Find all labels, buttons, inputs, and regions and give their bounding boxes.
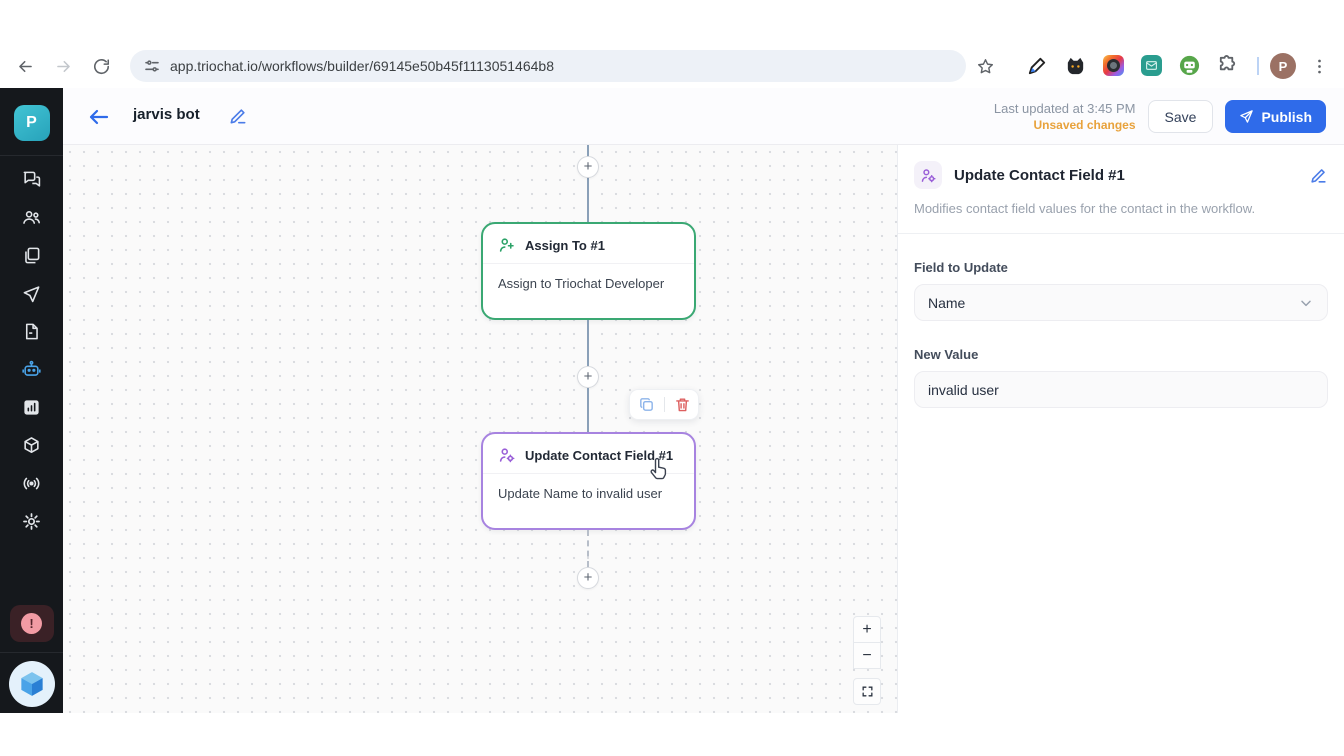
- add-step-button-middle[interactable]: +: [577, 366, 599, 388]
- person-add-icon: [499, 238, 514, 252]
- extensions-puzzle-icon[interactable]: [1216, 54, 1239, 77]
- site-settings-icon[interactable]: [144, 58, 160, 74]
- field-to-update-select[interactable]: Name: [914, 284, 1328, 321]
- node-update-contact-field[interactable]: Update Contact Field #1 Update Name to i…: [481, 432, 696, 530]
- field-to-update-label: Field to Update: [914, 260, 1008, 275]
- delete-node-icon[interactable]: [674, 396, 691, 413]
- panel-title: Update Contact Field #1: [954, 166, 1125, 184]
- browser-reload-icon[interactable]: [90, 55, 112, 77]
- connector-line: [587, 320, 589, 366]
- last-updated-text: Last updated at 3:45 PM: [993, 100, 1136, 116]
- sidebar-item-chats[interactable]: [15, 162, 49, 196]
- panel-divider: [898, 233, 1344, 234]
- sidebar-item-integrations[interactable]: [15, 428, 49, 462]
- url-text: app.triochat.io/workflows/builder/69145e…: [170, 58, 554, 74]
- connector-line: [587, 388, 589, 432]
- address-bar[interactable]: app.triochat.io/workflows/builder/69145e…: [130, 50, 966, 82]
- new-value-input[interactable]: invalid user: [914, 371, 1328, 408]
- workflow-canvas[interactable]: + Assign To #1 Assign to Triochat Develo…: [63, 145, 897, 713]
- cat-extension-icon[interactable]: [1064, 54, 1087, 77]
- cube-icon: [24, 436, 39, 453]
- sidebar-divider: [0, 155, 63, 156]
- toolbar-divider: [663, 397, 665, 412]
- sidebar-item-workflows-bot[interactable]: [15, 352, 49, 386]
- triochat-brand-logo[interactable]: [8, 661, 55, 707]
- chat-bubbles-icon: [23, 171, 41, 187]
- file-icon: [25, 323, 38, 339]
- fit-view-button[interactable]: [853, 678, 881, 705]
- node-actions-toolbar: [629, 389, 699, 420]
- node-summary: Assign to Triochat Developer: [498, 276, 665, 291]
- browser-forward-icon[interactable]: [52, 55, 74, 77]
- save-button[interactable]: Save: [1147, 100, 1214, 133]
- node-config-panel: Update Contact Field #1 Modifies contact…: [897, 145, 1344, 713]
- workspace-logo[interactable]: P: [13, 105, 50, 141]
- workflow-header: jarvis bot Last updated at 3:45 PM Unsav…: [63, 88, 1344, 145]
- fit-view-icon: [862, 686, 872, 697]
- duplicate-node-icon[interactable]: [638, 396, 655, 413]
- canvas-zoom-controls: + −: [853, 616, 881, 705]
- sidebar-item-analytics[interactable]: [15, 390, 49, 424]
- send-icon: [23, 285, 40, 302]
- robot-extension-icon[interactable]: [1178, 54, 1201, 77]
- browser-menu-icon[interactable]: [1308, 55, 1330, 77]
- bar-chart-icon: [24, 399, 39, 415]
- node-title: Assign To #1: [525, 237, 605, 253]
- add-step-button-top[interactable]: +: [577, 156, 599, 178]
- save-status: Last updated at 3:45 PM Unsaved changes: [994, 100, 1136, 134]
- back-to-workflows-icon[interactable]: [87, 105, 111, 129]
- sidebar-item-settings[interactable]: [15, 504, 49, 538]
- rename-workflow-pencil-icon[interactable]: [228, 106, 248, 126]
- panel-node-icon-chip: [914, 161, 942, 189]
- node-summary: Update Name to invalid user: [498, 486, 663, 501]
- connector-line-dashed: [587, 530, 589, 567]
- chevron-down-icon: [1301, 300, 1311, 306]
- letterbox-top: [0, 0, 1344, 44]
- error-report-button[interactable]: !: [9, 605, 54, 642]
- publish-label: Publish: [1261, 108, 1312, 125]
- toolbar-separator: [1257, 57, 1259, 75]
- workflow-name: jarvis bot: [133, 106, 200, 123]
- publish-send-icon: [1240, 110, 1254, 123]
- bookmark-star-icon[interactable]: [974, 55, 996, 77]
- robot-icon: [22, 360, 41, 376]
- sidebar-item-templates[interactable]: [15, 238, 49, 272]
- sidebar-item-contacts[interactable]: [15, 200, 49, 234]
- person-gear-icon: [921, 168, 936, 182]
- broadcast-icon: [23, 477, 40, 489]
- node-title: Update Contact Field #1: [525, 447, 674, 463]
- zoom-out-button[interactable]: −: [853, 642, 881, 669]
- publish-button[interactable]: Publish: [1225, 100, 1326, 133]
- sidebar-item-documents[interactable]: [15, 314, 49, 348]
- new-value-text: invalid user: [928, 381, 999, 398]
- sidebar-item-channels[interactable]: [15, 466, 49, 500]
- field-to-update-value: Name: [928, 294, 966, 311]
- panel-description: Modifies contact field values for the co…: [914, 201, 1256, 216]
- rename-node-pencil-icon[interactable]: [1309, 166, 1328, 185]
- eyedropper-extension-icon[interactable]: [1026, 54, 1049, 77]
- gear-icon: [23, 512, 40, 530]
- camera-extension-icon[interactable]: [1102, 54, 1125, 77]
- connector-line: [587, 145, 589, 222]
- browser-back-icon[interactable]: [14, 55, 36, 77]
- add-step-button-bottom[interactable]: +: [577, 567, 599, 589]
- browser-toolbar: app.triochat.io/workflows/builder/69145e…: [0, 44, 1344, 88]
- person-gear-icon: [499, 448, 515, 463]
- sidebar-divider: [0, 652, 63, 653]
- unsaved-changes-text: Unsaved changes: [1033, 118, 1136, 133]
- node-assign-to[interactable]: Assign To #1 Assign to Triochat Develope…: [481, 222, 696, 320]
- sidebar-item-broadcast-send[interactable]: [15, 276, 49, 310]
- exclamation-icon: !: [21, 613, 42, 634]
- pages-icon: [25, 247, 40, 263]
- app-sidebar: P !: [0, 88, 63, 713]
- profile-avatar[interactable]: P: [1270, 53, 1296, 79]
- mail-extension-icon[interactable]: [1140, 54, 1163, 77]
- mouse-hand-cursor: [650, 457, 667, 480]
- letterbox-bottom: [0, 713, 1344, 756]
- cube-logo-icon: [20, 672, 43, 696]
- zoom-in-button[interactable]: +: [853, 616, 881, 643]
- new-value-label: New Value: [914, 347, 979, 362]
- users-icon: [23, 210, 40, 224]
